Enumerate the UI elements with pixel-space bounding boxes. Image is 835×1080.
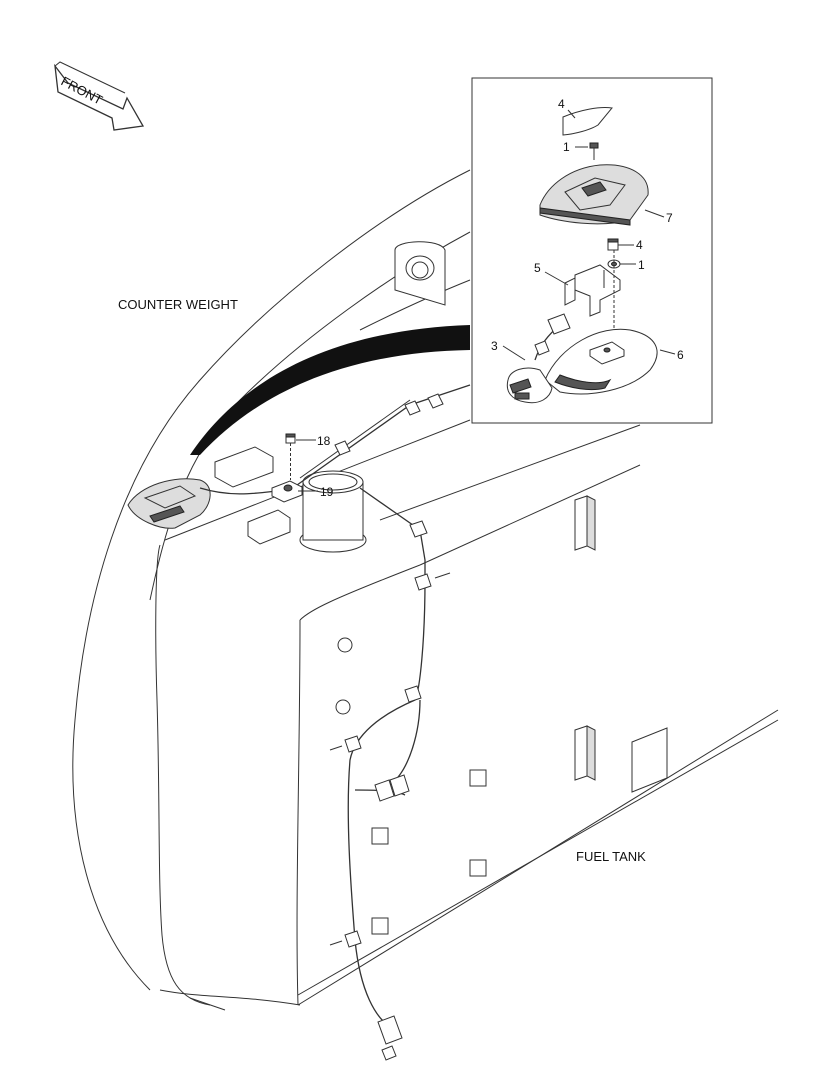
front-label: FRONT <box>59 73 106 107</box>
bracket-19 <box>271 480 303 503</box>
part-19-label: 19 <box>320 485 334 499</box>
detail-inset: 4 1 7 4 1 5 6 <box>471 77 713 424</box>
part-6-label: 6 <box>677 348 684 362</box>
leader-7 <box>644 209 665 218</box>
top-block-left <box>214 446 274 488</box>
detail-callout-band <box>190 325 470 455</box>
counter-weight-outline <box>72 169 471 991</box>
part-5-label: 5 <box>534 261 541 275</box>
mounted-lamp <box>127 478 211 529</box>
front-arrow-icon: FRONT <box>54 61 145 131</box>
counter-weight-label: COUNTER WEIGHT <box>118 297 238 312</box>
part-4a-label: 4 <box>558 97 565 111</box>
wiring-harness <box>199 384 471 1061</box>
part-18-label: 18 <box>317 434 331 448</box>
leader-4a <box>567 109 576 119</box>
part-3-label: 3 <box>491 339 498 353</box>
part-4b-label: 4 <box>636 238 643 252</box>
top-block-front <box>247 509 291 545</box>
part-1a-label: 1 <box>563 140 570 154</box>
fuel-filler-neck <box>299 470 367 553</box>
leader-5 <box>544 271 569 286</box>
leader-6 <box>659 349 676 355</box>
part-1b-label: 1 <box>638 258 645 272</box>
bolt-18 <box>285 433 296 480</box>
part-7-label: 7 <box>666 211 673 225</box>
fuel-tank-label: FUEL TANK <box>576 849 646 864</box>
fuel-tank-outline <box>155 419 779 1011</box>
leader-3 <box>502 345 526 361</box>
